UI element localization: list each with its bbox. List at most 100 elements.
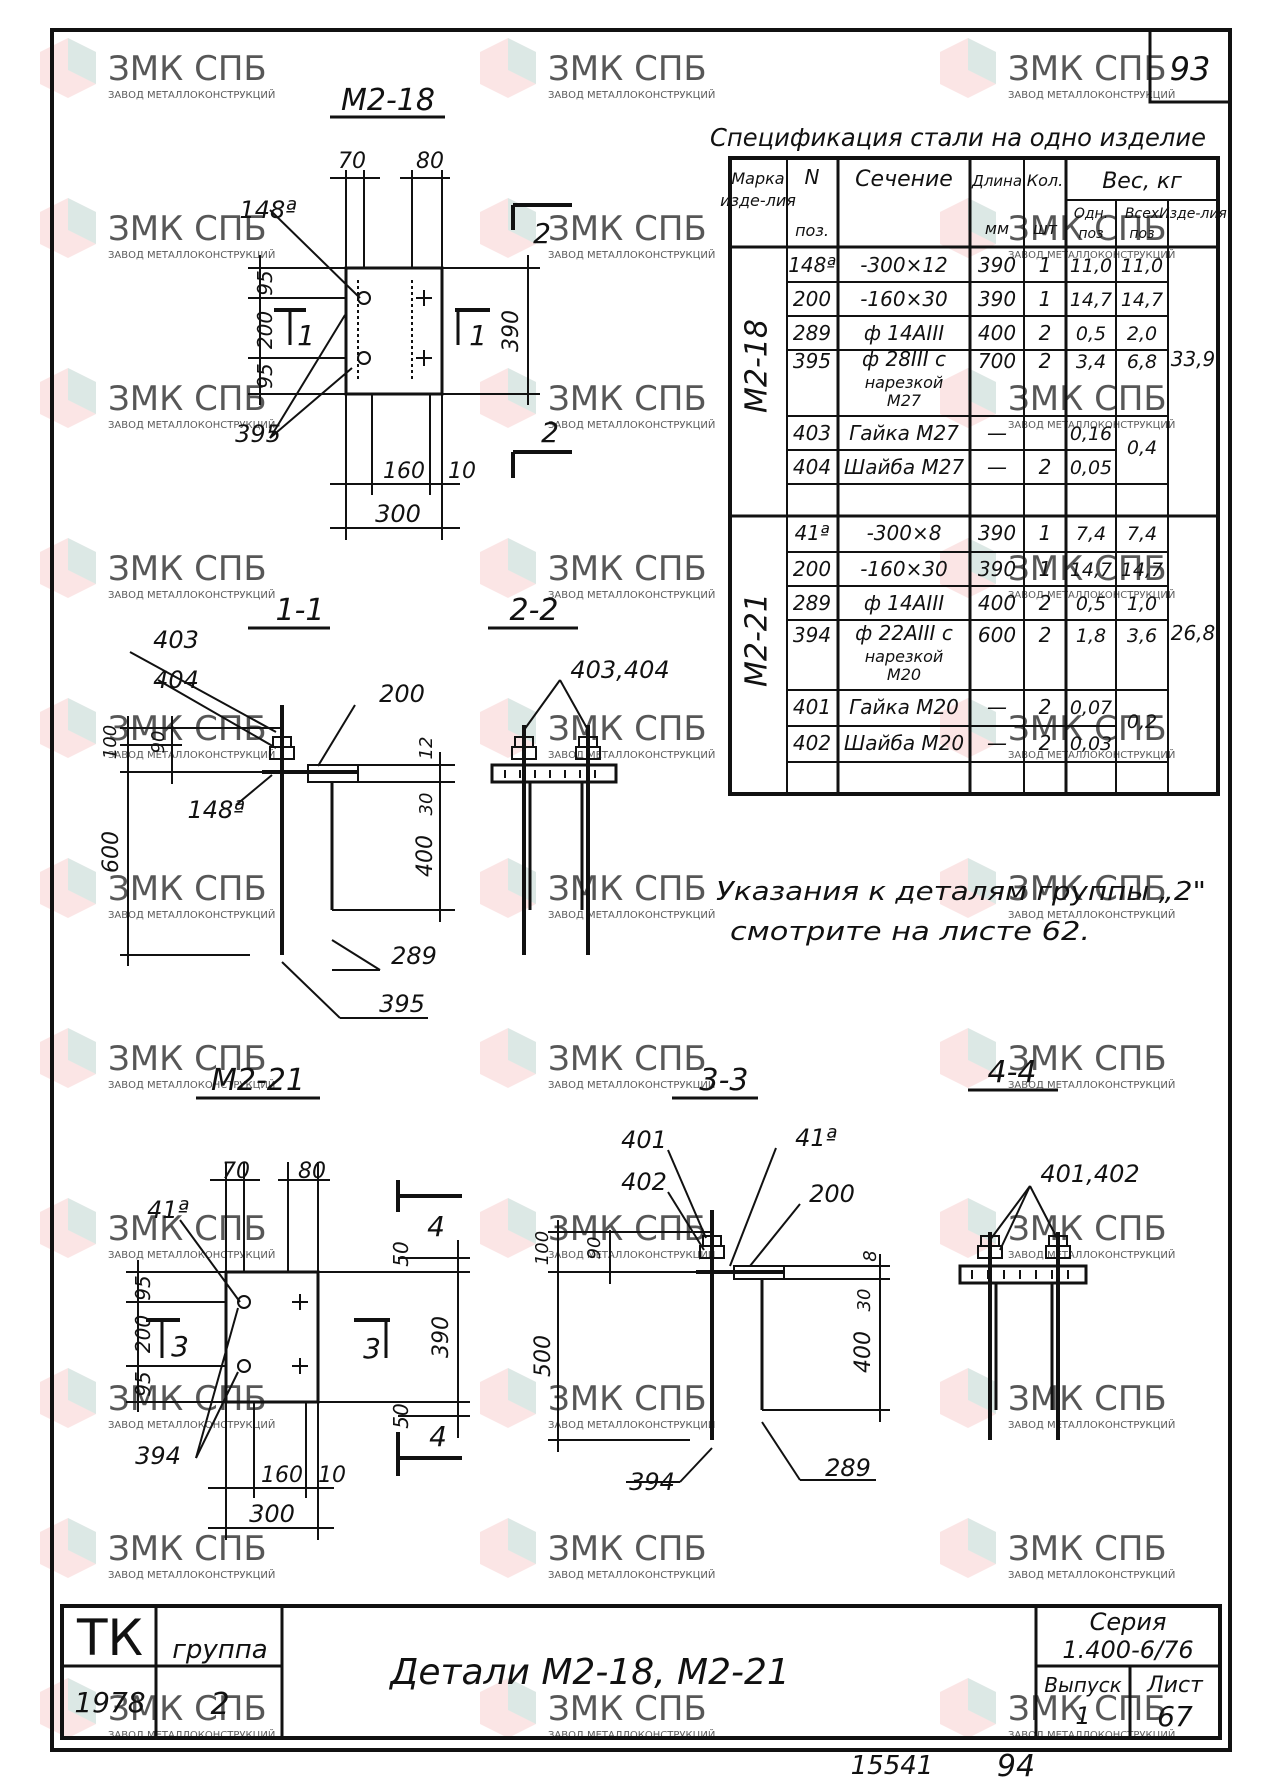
- s11-label-148a: 148ª: [187, 796, 244, 824]
- section-3-3: [548, 1096, 890, 1483]
- spec-cell-weight-one: 14,7: [1070, 559, 1112, 581]
- m2-21-dim-50b: 50: [389, 1403, 413, 1428]
- s11-dim-30: 30: [416, 793, 437, 816]
- watermark-brand: ЗМК СПБ: [108, 1379, 267, 1419]
- watermark-logo-icon: [940, 198, 996, 258]
- spec-cell-section: ф 28III с: [862, 347, 946, 371]
- s11-label-200: 200: [379, 680, 425, 708]
- s33-label-401: 401: [621, 1126, 667, 1154]
- s22-label-403-404: 403,404: [570, 656, 669, 684]
- s33-label-41a: 41ª: [795, 1124, 837, 1152]
- spec-cell-weight-one: 3,4: [1076, 351, 1106, 373]
- spec-cell-weight-one: 1,8: [1076, 625, 1106, 647]
- watermark-logo-icon: [480, 1678, 536, 1738]
- watermark-logo-icon: [480, 1518, 536, 1578]
- spec-cell-length: 390: [978, 253, 1016, 277]
- m2-21-dim-41a: 41ª: [147, 1196, 189, 1224]
- section-1-1-labels: 1-1 403 404 200 148ª 289 395 100 90 12 3…: [99, 593, 438, 1018]
- watermark-subtitle: ЗАВОД МЕТАЛЛОКОНСТРУКЦИЙ: [548, 1418, 715, 1431]
- spec-cell-qty: 1: [1039, 557, 1052, 581]
- s33-dim-90: 90: [584, 1237, 605, 1260]
- tb-group-value: 2: [210, 1687, 229, 1722]
- watermark-brand: ЗМК СПБ: [108, 1689, 267, 1729]
- spec-cell-qty: 1: [1039, 253, 1052, 277]
- watermark-logo-icon: [940, 1678, 996, 1738]
- watermark-subtitle: ЗАВОД МЕТАЛЛОКОНСТРУКЦИЙ: [548, 1248, 715, 1261]
- m2-18-labels: М2-18 70 80 148ª 95 200 95 390 395 160 1…: [235, 83, 559, 528]
- tb-sheet-label: Лист: [1146, 1673, 1204, 1698]
- spec-cell-qty: 2: [1039, 349, 1052, 373]
- watermark-subtitle: ЗАВОД МЕТАЛЛОКОНСТРУКЦИЙ: [1008, 418, 1175, 431]
- m2-18-dim-95b: 95: [253, 363, 277, 388]
- spec-cell-weight-all: 7,4: [1127, 523, 1157, 545]
- spec-cell-pos: 200: [793, 287, 831, 311]
- watermark-subtitle: ЗАВОД МЕТАЛЛОКОНСТРУКЦИЙ: [548, 588, 715, 601]
- m2-21-cut-3a: 3: [171, 1330, 189, 1363]
- s33-label-289: 289: [825, 1454, 871, 1482]
- spec-cell-section: -160×30: [860, 557, 948, 581]
- s11-label-403: 403: [153, 626, 199, 654]
- watermark-subtitle: ЗАВОД МЕТАЛЛОКОНСТРУКЦИЙ: [1008, 588, 1175, 601]
- spec-cell-section: ф 14АIII: [864, 321, 944, 345]
- spec-cell-length: 390: [978, 557, 1016, 581]
- m2-18-plan: [248, 115, 572, 540]
- tb-series-label: Серия: [1090, 1608, 1167, 1636]
- spec-cell-qty: 2: [1039, 731, 1052, 755]
- watermark-subtitle: ЗАВОД МЕТАЛЛОКОНСТРУКЦИЙ: [1008, 1078, 1175, 1091]
- spec-cell-pos: 402: [793, 731, 831, 755]
- spec-title: Спецификация стали на одно изделие: [710, 123, 1206, 152]
- m2-18-dim-390: 390: [499, 310, 524, 352]
- s11-dim-100: 100: [100, 725, 121, 759]
- spec-cell-pos: 395: [793, 349, 831, 373]
- spec-cell-weight-all: 2,0: [1127, 323, 1157, 345]
- spec-header-weight-item: Изде-лия: [1159, 206, 1227, 222]
- section-1-1: [120, 626, 455, 1019]
- m2-21-dim-70: 70: [222, 1159, 250, 1184]
- spec-cell-weight-one: 14,7: [1070, 289, 1112, 311]
- s33-label-200: 200: [809, 1180, 855, 1208]
- spec-cell-section: нарезкой: [865, 373, 944, 392]
- watermark-subtitle: ЗАВОД МЕТАЛЛОКОНСТРУКЦИЙ: [548, 88, 715, 101]
- spec-header-weight: Вес, кг: [1102, 169, 1182, 194]
- title-block-grid: [60, 1604, 1222, 1740]
- section-3-3-labels: 3-3 401 402 41ª 200 394 289 100 90 8 30 …: [531, 1063, 881, 1496]
- m2-21-labels: М2-21 70 80 41ª 95 200 95 390 50 50 394 …: [131, 1063, 454, 1528]
- spec-cell-weight-one: 0,03: [1070, 733, 1112, 755]
- m2-21-dim-50a: 50: [389, 1241, 413, 1266]
- watermark-logo-icon: [480, 1028, 536, 1088]
- watermark-brand: ЗМК СПБ: [548, 1529, 707, 1569]
- section-4-4: [958, 1088, 1088, 1440]
- m2-18-dim-200: 200: [253, 311, 277, 349]
- watermark-logo-icon: [480, 1368, 536, 1428]
- spec-cell-weight-one: 0,05: [1070, 457, 1112, 479]
- watermark-brand: ЗМК СПБ: [1008, 1039, 1167, 1079]
- corner-sheet-number: 93: [1170, 50, 1211, 88]
- watermark-logo-icon: [40, 368, 96, 428]
- watermark-logo-icon: [40, 1198, 96, 1258]
- spec-cell-weight-all: 3,6: [1127, 625, 1157, 647]
- tb-series-value: 1.400-6/76: [1062, 1636, 1193, 1664]
- spec-header-length: мм: [985, 219, 1009, 238]
- section-1-1-title: 1-1: [276, 593, 325, 628]
- watermark-subtitle: ЗАВОД МЕТАЛЛОКОНСТРУКЦИЙ: [108, 588, 275, 601]
- spec-item-weight: 26,8: [1171, 621, 1216, 645]
- spec-cell-pos: 289: [793, 591, 831, 615]
- spec-cell-pos: 394: [793, 623, 831, 647]
- spec-header-weight-one: Одн.: [1074, 206, 1108, 222]
- watermark-logo-icon: [940, 38, 996, 98]
- m2-18-dim-10: 10: [448, 459, 476, 484]
- watermark-subtitle: ЗАВОД МЕТАЛЛОКОНСТРУКЦИЙ: [548, 418, 715, 431]
- watermark-subtitle: ЗАВОД МЕТАЛЛОКОНСТРУКЦИЙ: [1008, 908, 1175, 921]
- spec-cell-section: Гайка М27: [849, 421, 959, 445]
- watermark-brand: ЗМК СПБ: [1008, 1379, 1167, 1419]
- spec-cell-weight-all: 1,0: [1127, 593, 1157, 615]
- watermark-brand: ЗМК СПБ: [1008, 1529, 1167, 1569]
- spec-cell-length: 700: [978, 349, 1016, 373]
- watermark-brand: ЗМК СПБ: [548, 709, 707, 749]
- m2-21-title: М2-21: [211, 1063, 305, 1098]
- watermark-subtitle: ЗАВОД МЕТАЛЛОКОНСТРУКЦИЙ: [1008, 748, 1175, 761]
- m2-21-dim-80: 80: [298, 1159, 326, 1184]
- watermark-brand: ЗМК СПБ: [548, 209, 707, 249]
